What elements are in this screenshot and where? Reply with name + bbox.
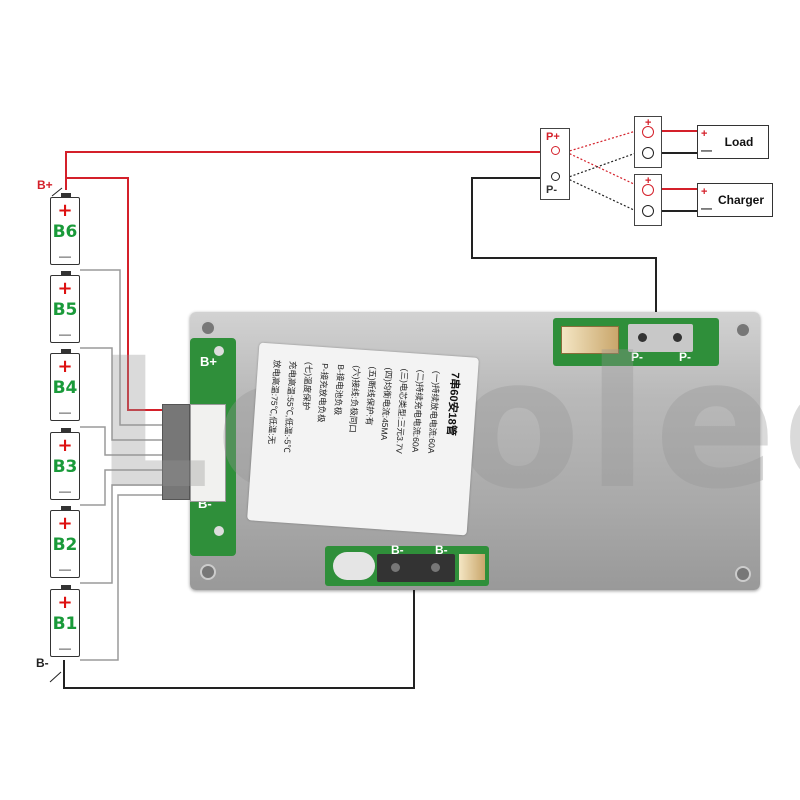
- b-plus-arrow: [51, 187, 63, 197]
- pcb-pad: [214, 526, 224, 536]
- b-minus-arrow: [49, 671, 62, 683]
- load-device: + — Load: [697, 125, 769, 159]
- cell-label: B4: [52, 378, 78, 398]
- spec-label-text: 7串60安18管 (一)持续放电电流:60A (二)持续充电电流:60A (三)…: [259, 359, 464, 522]
- battery-b-plus-label: B+: [37, 178, 53, 192]
- pcb-b-terminal-area: B- B-: [325, 543, 489, 586]
- mounting-hole: [200, 320, 216, 336]
- cell-minus-icon: —: [59, 327, 71, 341]
- cell-plus-icon: +: [57, 592, 73, 613]
- pcb-p-terminal-area: P- P-: [553, 318, 719, 366]
- balance-wires: [80, 269, 162, 661]
- charger-box-plus: +: [701, 186, 708, 198]
- cell-plus-icon: +: [57, 200, 73, 221]
- p-minus-pad: [628, 324, 693, 352]
- pcb-white-blob: [333, 552, 375, 580]
- balance-connector: [190, 404, 226, 502]
- cell-label: B6: [52, 222, 78, 242]
- load-plus-terminal: [642, 126, 654, 138]
- charger-box-minus: —: [701, 203, 712, 215]
- load-minus-terminal: [642, 147, 654, 159]
- p-minus-terminal: [551, 172, 560, 181]
- mounting-hole: [735, 566, 751, 582]
- charger-terminal-block: +: [634, 174, 662, 226]
- charger-plus-sign: +: [645, 175, 652, 187]
- mounting-hole: [735, 322, 751, 338]
- cell-b1: + B1 —: [50, 585, 80, 657]
- b-minus-bottom-label-1: B-: [391, 543, 404, 557]
- board-b-plus-label: B+: [200, 354, 217, 369]
- cell-minus-icon: —: [59, 641, 71, 655]
- cell-minus-icon: —: [59, 249, 71, 263]
- p-minus-label: P-: [546, 184, 557, 196]
- p-minus-wire: [471, 177, 657, 335]
- charger-device: + — Charger: [697, 183, 773, 217]
- load-label: Load: [724, 135, 754, 149]
- cell-b2: + B2 —: [50, 506, 80, 578]
- p-plus-label: P+: [546, 131, 560, 143]
- mounting-hole: [200, 564, 216, 580]
- cell-plus-icon: +: [57, 356, 73, 377]
- cell-minus-icon: —: [59, 405, 71, 419]
- cell-label: B1: [52, 614, 78, 634]
- cell-label: B3: [52, 457, 78, 477]
- load-box-plus: +: [701, 128, 708, 140]
- sense-resistor-2: [459, 554, 485, 580]
- p-minus-label-1: P-: [631, 350, 643, 364]
- cell-b4: + B4 —: [50, 349, 80, 421]
- cell-b5: + B5 —: [50, 271, 80, 343]
- load-box-minus: —: [701, 145, 712, 157]
- p-plus-terminal: [551, 146, 560, 155]
- load-plus-sign: +: [645, 117, 652, 129]
- balance-plug: [162, 404, 190, 500]
- cell-label: B5: [52, 300, 78, 320]
- cell-label: B2: [52, 535, 78, 555]
- charger-label: Charger: [717, 193, 764, 207]
- load-terminal-block: +: [634, 116, 662, 168]
- pcb-pad: [214, 346, 224, 356]
- sense-resistor: [561, 326, 619, 354]
- b-minus-pad: [377, 554, 455, 582]
- b-plus-main-wire: [65, 151, 560, 190]
- cell-plus-icon: +: [57, 435, 73, 456]
- b-minus-bottom-label-2: B-: [435, 543, 448, 557]
- b-minus-wire: [63, 582, 415, 689]
- cell-plus-icon: +: [57, 278, 73, 299]
- output-terminal-block: P+ P-: [540, 128, 570, 200]
- cell-b3: + B3 —: [50, 428, 80, 500]
- charger-minus-terminal: [642, 205, 654, 217]
- cell-minus-icon: —: [59, 562, 71, 576]
- b-plus-balance-wire: [66, 177, 162, 411]
- charger-plus-terminal: [642, 184, 654, 196]
- cell-minus-icon: —: [59, 484, 71, 498]
- p-minus-label-2: P-: [679, 350, 691, 364]
- cell-plus-icon: +: [57, 513, 73, 534]
- battery-b-minus-label: B-: [36, 656, 49, 670]
- spec-label: 7串60安18管 (一)持续放电电流:60A (二)持续充电电流:60A (三)…: [247, 342, 479, 536]
- cell-b6: + B6 —: [50, 193, 80, 265]
